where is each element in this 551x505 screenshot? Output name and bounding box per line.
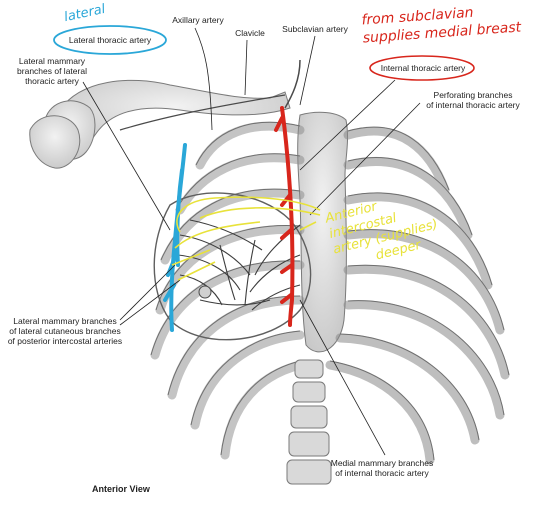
label-axillary-artery: Axillary artery [172,15,224,25]
ribs-left-outline [150,121,301,456]
sternum [297,111,349,353]
nipple [198,285,212,299]
label-line: thoracic artery [25,76,79,86]
label-line: of internal thoracic artery [426,100,520,110]
lateral-thoracic-annotation-oval [53,25,167,55]
ribs-right [325,126,510,465]
spine [286,359,332,485]
ribs-right-outline [329,126,510,461]
shoulder-bone [44,79,291,160]
label-lateral-thoracic-artery: Lateral thoracic artery [68,35,152,45]
view-caption: Anterior View [92,484,150,494]
clavicle-line [119,94,286,131]
breast-outline [153,192,312,341]
label-line: of posterior intercostal arteries [7,336,123,346]
label-lateral-cutaneous-branches: Lateral mammary branches of lateral cuta… [6,316,124,346]
label-perforating-branches: Perforating branches of internal thoraci… [418,90,528,110]
label-line: Medial mammary branches [330,458,434,468]
label-subclavian-artery: Subclavian artery [282,24,348,34]
label-internal-thoracic-artery: Internal thoracic artery [380,63,466,73]
label-line: Perforating branches [433,90,513,100]
humerus [29,115,81,169]
label-line: Lateral mammary [18,56,86,66]
label-clavicle: Clavicle [235,28,265,38]
leader-lines [82,27,421,456]
label-line: of lateral cutaneous branches [9,326,121,336]
label-line: Lateral mammary branches [13,316,117,326]
yellow-annotation-marks [171,196,321,281]
label-line: branches of lateral [17,66,87,76]
label-line: of internal thoracic artery [335,468,429,478]
subclavian-artery [284,59,301,109]
internal-thoracic-annotation-oval [369,55,475,81]
label-medial-mammary-branches: Medial mammary branches of internal thor… [326,458,438,478]
ribs-left [150,121,305,460]
label-lateral-mammary-branches: Lateral mammary branches of lateral thor… [12,56,92,86]
